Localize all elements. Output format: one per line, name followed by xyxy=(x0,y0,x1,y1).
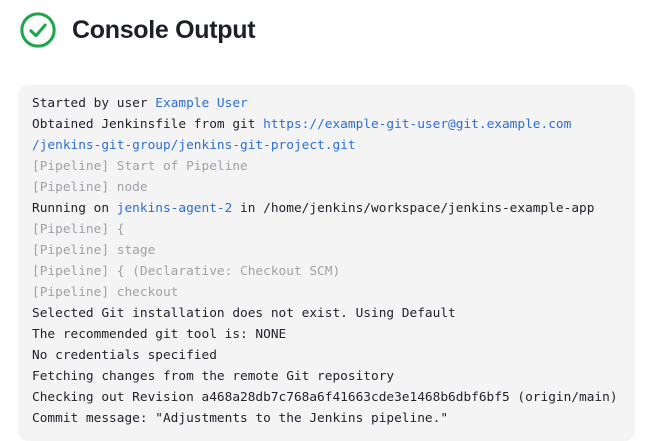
console-text: No credentials specified xyxy=(32,348,217,363)
console-line: Running on jenkins-agent-2 in /home/jenk… xyxy=(32,198,621,219)
console-line: Obtained Jenkinsfile from git https://ex… xyxy=(32,114,621,135)
success-check-icon xyxy=(19,11,57,49)
console-line: [Pipeline] stage xyxy=(32,240,621,261)
console-text: Started by user xyxy=(32,96,156,111)
console-line: Checking out Revision a468a28db7c768a6f4… xyxy=(32,387,621,408)
console-line: Fetching changes from the remote Git rep… xyxy=(32,366,621,387)
console-text: Running on xyxy=(32,201,117,216)
console-muted-text: [Pipeline] stage xyxy=(32,243,156,258)
page-header: Console Output xyxy=(19,11,256,49)
console-line: [Pipeline] Start of Pipeline xyxy=(32,156,621,177)
console-link[interactable]: /jenkins-git-group/jenkins-git-project.g… xyxy=(32,138,356,153)
page-title: Console Output xyxy=(72,16,256,44)
console-text: Fetching changes from the remote Git rep… xyxy=(32,369,395,384)
console-link[interactable]: https://example-git-user@git.example.com xyxy=(263,117,572,132)
console-text: Obtained Jenkinsfile from git xyxy=(32,117,264,132)
console-line: Started by user Example User xyxy=(32,93,621,114)
console-line: [Pipeline] { xyxy=(32,219,621,240)
console-line: [Pipeline] node xyxy=(32,177,621,198)
console-line: Commit message: "Adjustments to the Jenk… xyxy=(32,408,621,429)
console-text: in /home/jenkins/workspace/jenkins-examp… xyxy=(232,201,595,216)
console-line: [Pipeline] checkout xyxy=(32,282,621,303)
console-text: Selected Git installation does not exist… xyxy=(32,306,456,321)
console-line: [Pipeline] { (Declarative: Checkout SCM) xyxy=(32,261,621,282)
console-muted-text: [Pipeline] { xyxy=(32,222,125,237)
console-link[interactable]: jenkins-agent-2 xyxy=(116,201,233,216)
console-muted-text: [Pipeline] { (Declarative: Checkout SCM) xyxy=(32,264,341,279)
console-text: Commit message: "Adjustments to the Jenk… xyxy=(32,411,449,426)
console-link[interactable]: Example User xyxy=(155,96,248,111)
console-line: Selected Git installation does not exist… xyxy=(32,303,621,324)
console-line: No credentials specified xyxy=(32,345,621,366)
console-line: The recommended git tool is: NONE xyxy=(32,324,621,345)
console-muted-text: [Pipeline] Start of Pipeline xyxy=(32,159,248,174)
console-text: The recommended git tool is: NONE xyxy=(32,327,287,342)
console-muted-text: [Pipeline] checkout xyxy=(32,285,179,300)
console-muted-text: [Pipeline] node xyxy=(32,180,148,195)
console-text: Checking out Revision a468a28db7c768a6f4… xyxy=(32,390,618,405)
console-line: /jenkins-git-group/jenkins-git-project.g… xyxy=(32,135,621,156)
